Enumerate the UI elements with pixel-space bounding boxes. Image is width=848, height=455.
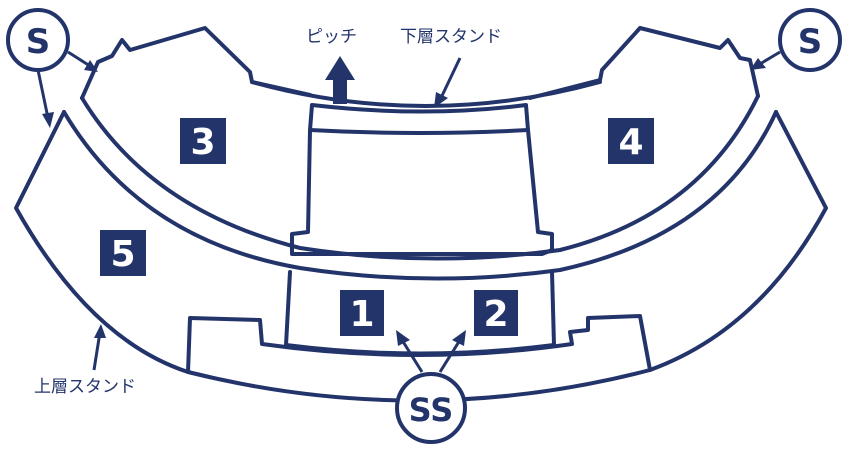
section-1-label: 1	[349, 294, 374, 335]
s-right-arrow-line	[759, 50, 781, 66]
s-left-arrow-2-line	[36, 69, 50, 119]
s-left-arrow-1-line	[67, 50, 91, 68]
ss-arrow-1-head	[396, 330, 410, 346]
s-left-marker: S	[6, 8, 70, 72]
lower-stand-right-outline	[528, 26, 760, 100]
s-right-arrow-head	[750, 58, 766, 70]
section-5-badge: 5	[100, 230, 146, 276]
upper-stand-label: 上層スタンド	[34, 377, 136, 397]
lower-stand-arrow-line	[438, 57, 462, 101]
section-1-badge: 1	[340, 290, 384, 336]
pitch-label: ピッチ	[306, 27, 357, 47]
lower-stand-arrow-head	[434, 92, 448, 108]
section-5-label: 5	[110, 234, 135, 275]
lower-stand-label: 下層スタンド	[400, 27, 502, 47]
center-block-outline	[284, 270, 556, 356]
ss-arrow-2-line	[438, 339, 462, 373]
pitch-inner-line	[308, 128, 530, 135]
section-4-label: 4	[618, 122, 643, 163]
section-4-badge: 4	[608, 118, 654, 164]
pitch-arrow-head	[325, 56, 355, 80]
circle-markers: S S SS	[6, 8, 842, 444]
s-left-label: S	[26, 22, 51, 62]
pitch-top-edge	[250, 80, 602, 108]
ss-arrow-1-line	[400, 339, 424, 373]
s-right-marker: S	[778, 8, 842, 72]
ss-arrow-2-head	[452, 330, 466, 346]
text-labels: ピッチ 下層スタンド 上層スタンド	[34, 27, 502, 397]
lower-stand-left-outline	[80, 26, 312, 100]
section-3-label: 3	[190, 122, 215, 163]
ss-marker: SS	[395, 372, 467, 444]
ss-label: SS	[409, 391, 454, 429]
section-2-label: 2	[483, 294, 508, 335]
section-3-badge: 3	[180, 118, 226, 164]
pitch-arrow-shaft	[333, 78, 347, 104]
upper-stand-arrow-line	[92, 331, 102, 371]
upper-stand-arrow-head	[94, 324, 106, 338]
concourse-arc	[62, 110, 778, 281]
s-right-label: S	[798, 22, 823, 62]
lower-stand-inner-arc	[80, 94, 760, 261]
s-left-arrow-1-head	[84, 60, 98, 72]
section-2-badge: 2	[474, 290, 518, 336]
pitch-area-outline	[290, 103, 554, 256]
section-badges: 3 4 5 1 2	[100, 118, 654, 336]
stand-outlines	[14, 26, 828, 403]
arrows	[36, 50, 781, 373]
s-left-arrow-2-head	[42, 112, 54, 128]
